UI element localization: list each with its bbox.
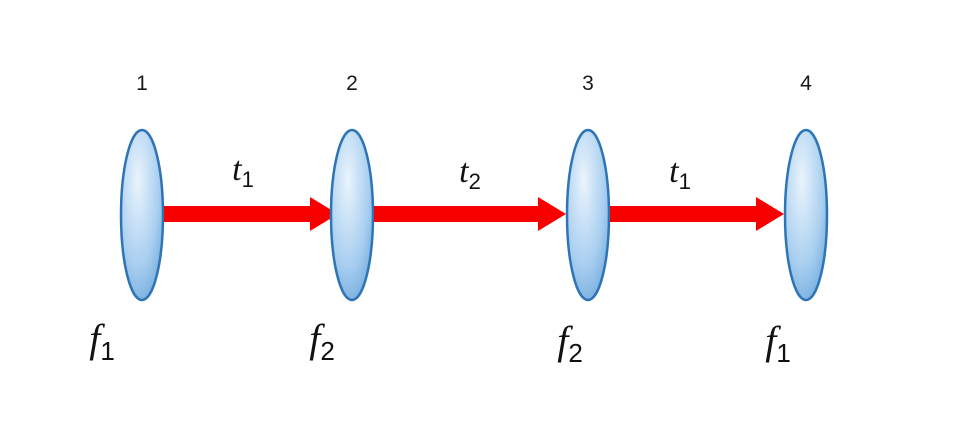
- lens-ellipse-2: [329, 128, 375, 302]
- arrow-label-3: t1: [669, 153, 691, 194]
- arrow-label-2: t2: [459, 153, 481, 194]
- lens-number-3: 3: [582, 72, 594, 95]
- arrow-body-2: [374, 206, 538, 222]
- arrow-label-3-main: t: [669, 153, 680, 190]
- lens-number-4: 4: [800, 72, 812, 95]
- arrow-head-2: [538, 197, 566, 231]
- arrow-group-1: t1: [164, 151, 338, 231]
- focal-label-2-sub: 2: [320, 336, 334, 366]
- focal-label-4-sub: 1: [776, 338, 790, 368]
- arrow-label-1-sub: 1: [242, 167, 254, 192]
- lens-ellipse-1: [119, 128, 165, 302]
- arrow-head-1: [310, 197, 338, 231]
- arrow-head-3: [756, 197, 784, 231]
- lens-group-4: 4 f1: [765, 72, 829, 368]
- arrow-body-1: [164, 206, 310, 222]
- focal-label-1-sub: 1: [100, 336, 114, 366]
- focal-label-3: f2: [557, 318, 583, 368]
- lens-number-2: 2: [346, 72, 358, 95]
- lens-group-1: 1 f1: [89, 72, 165, 366]
- arrow-label-3-sub: 1: [679, 169, 691, 194]
- arrow-body-3: [610, 206, 756, 222]
- arrow-label-2-sub: 2: [469, 169, 481, 194]
- focal-label-2: f2: [309, 316, 335, 366]
- focal-label-3-sub: 2: [568, 338, 582, 368]
- lens-ellipse-3: [565, 128, 611, 302]
- focal-label-1: f1: [89, 316, 115, 366]
- arrow-label-1: t1: [232, 151, 254, 192]
- lens-group-2: 2 f2: [309, 72, 375, 366]
- arrow-label-2-main: t: [459, 153, 470, 190]
- lens-group-3: 3 f2: [557, 72, 611, 368]
- lens-ellipse-4: [783, 128, 829, 302]
- focal-label-4: f1: [765, 318, 791, 368]
- arrow-label-1-main: t: [232, 151, 243, 188]
- arrow-group-2: t2: [374, 153, 566, 231]
- arrow-group-3: t1: [610, 153, 784, 231]
- lens-number-1: 1: [136, 72, 148, 95]
